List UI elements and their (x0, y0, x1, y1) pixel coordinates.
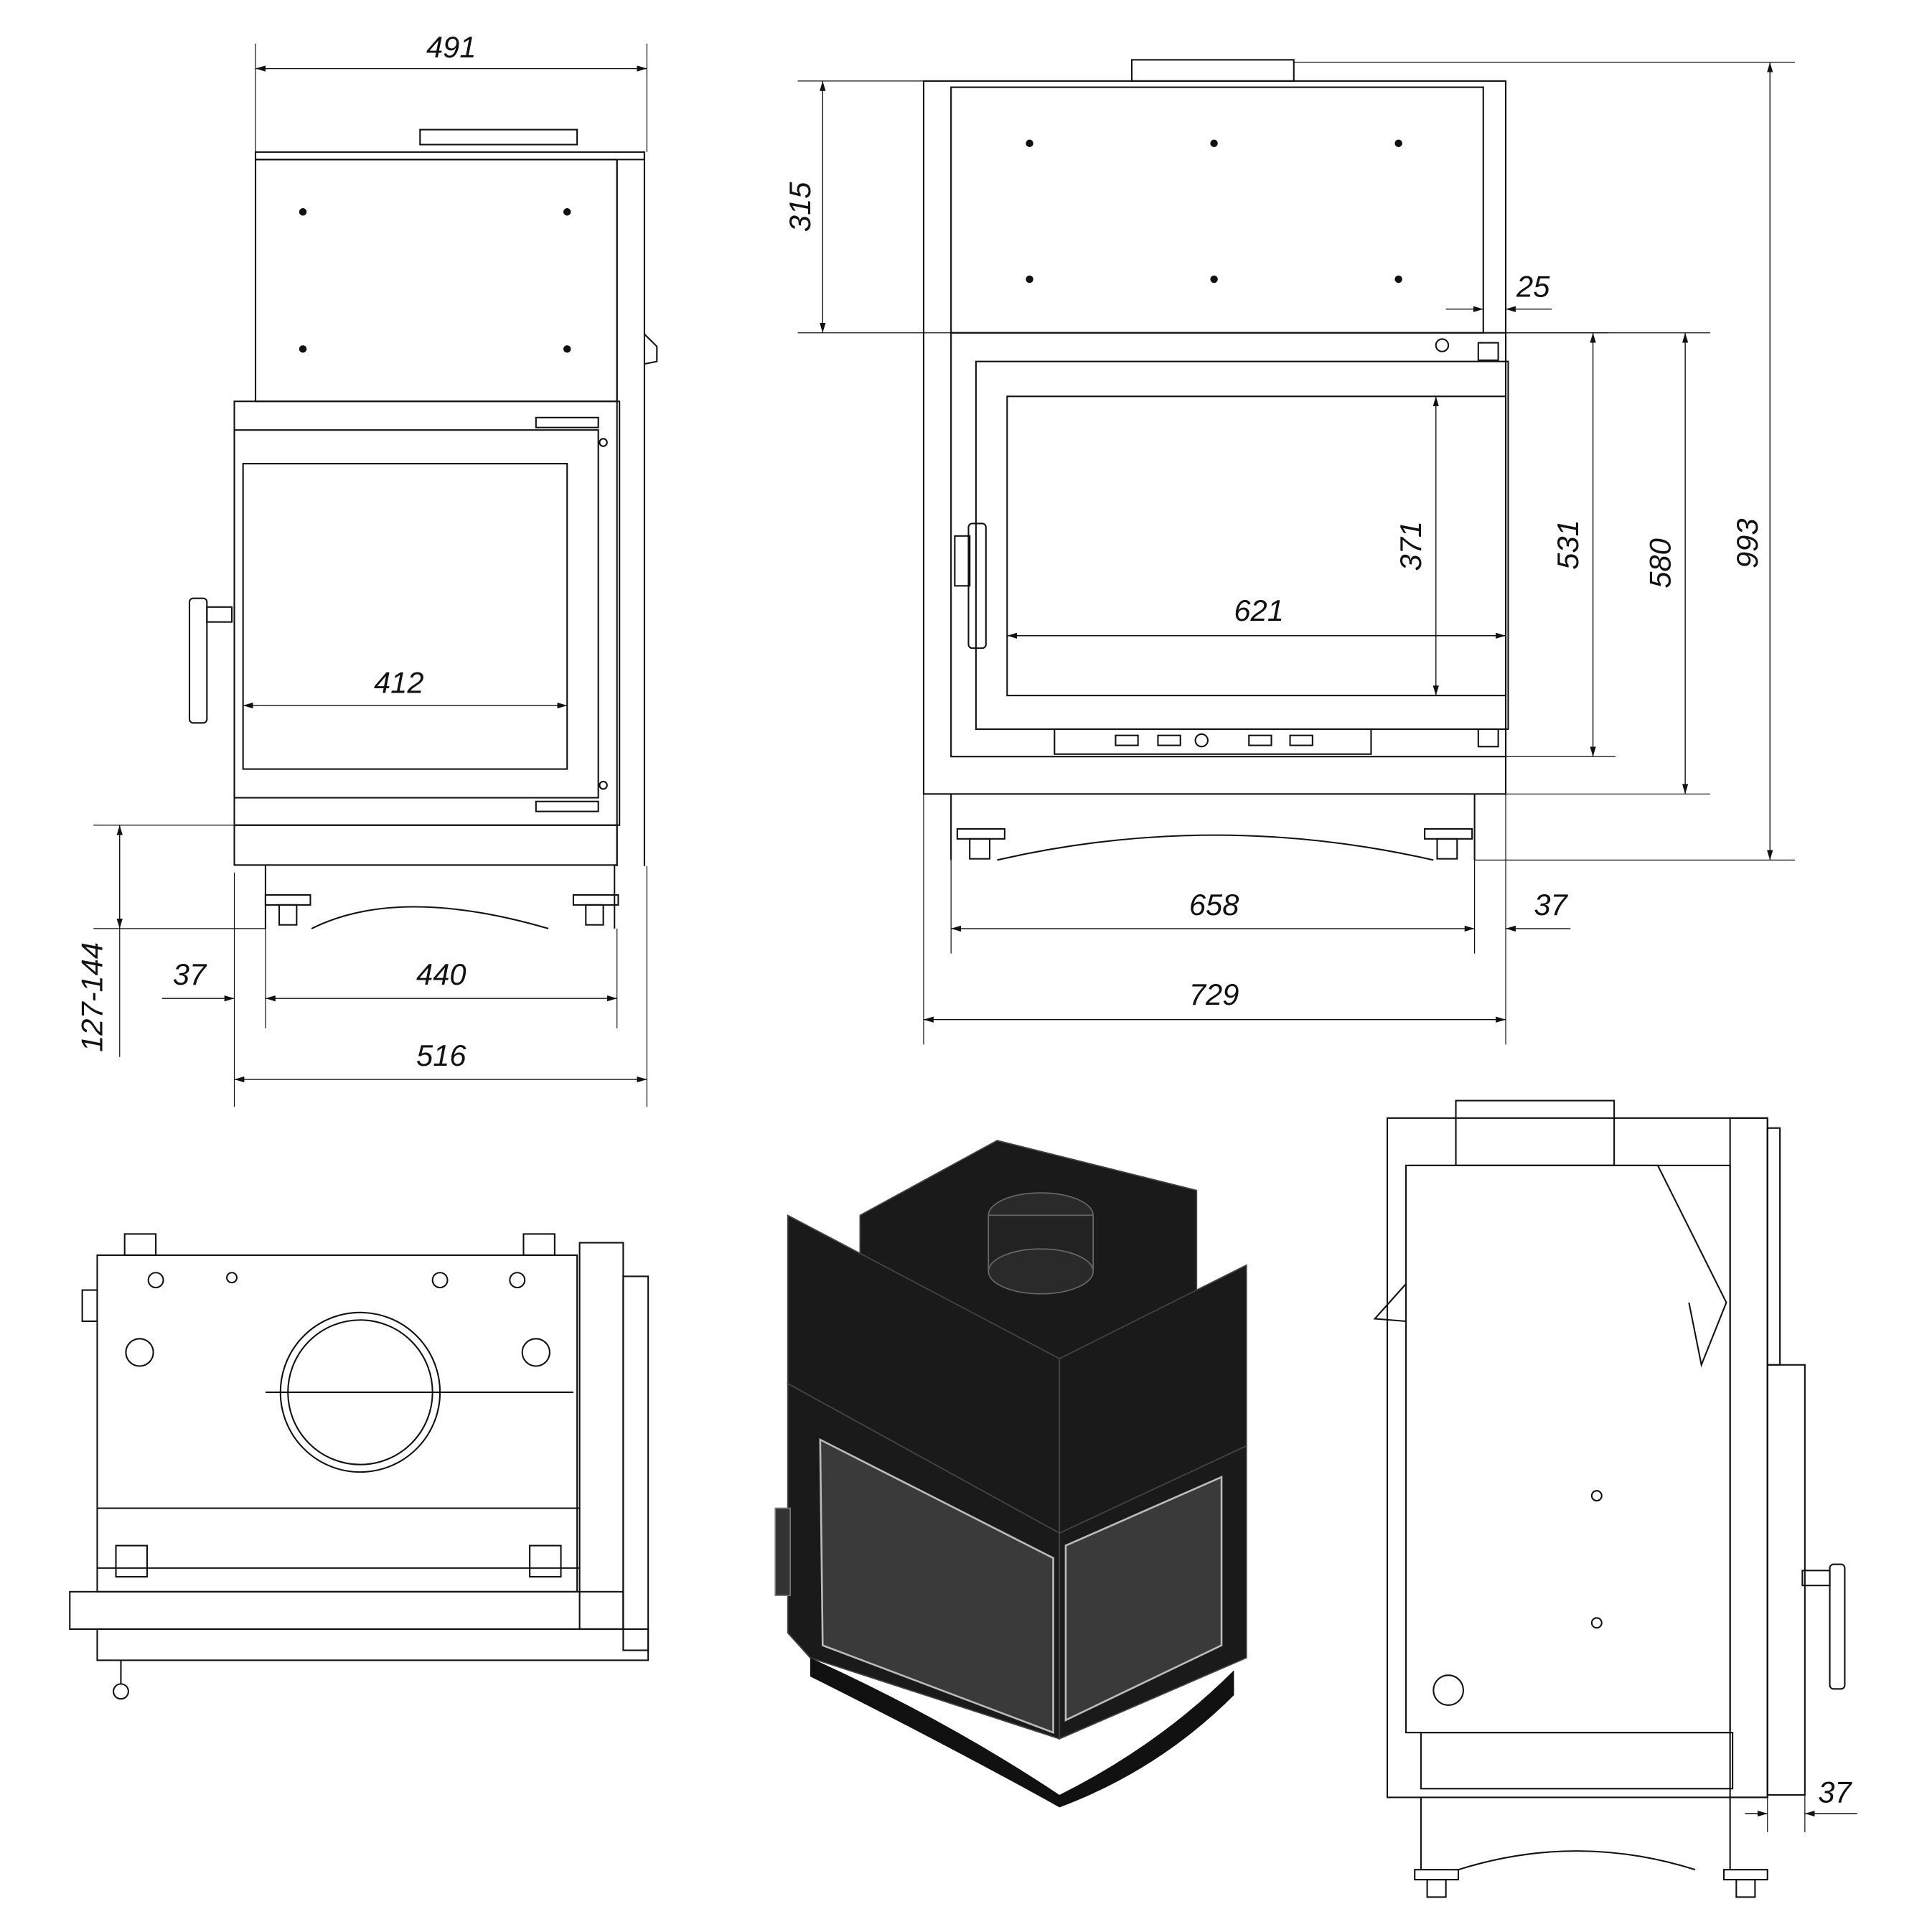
dim-621: 621 (1234, 594, 1284, 627)
dim-37-side: 37 (173, 957, 207, 991)
dim-729: 729 (1189, 977, 1239, 1011)
dim-491: 491 (426, 30, 477, 64)
right-side-view: 37 (1373, 1099, 1857, 1898)
dim-25: 25 (1516, 269, 1550, 303)
top-view (69, 1233, 650, 1700)
dim-127-144: 127-144 (75, 942, 108, 1052)
dim-37-right: 37 (1818, 1775, 1852, 1809)
front-view: 315 25 371 621 531 580 993 658 37 729 (783, 59, 1795, 1045)
dim-531: 531 (1551, 520, 1585, 570)
side-view: 491 412 127-144 37 440 516 (75, 30, 658, 1107)
dim-516: 516 (416, 1038, 466, 1072)
dim-993: 993 (1730, 518, 1764, 568)
dim-658: 658 (1189, 888, 1239, 922)
dim-412: 412 (374, 666, 424, 700)
dim-37-front: 37 (1534, 888, 1568, 922)
dim-580: 580 (1643, 538, 1677, 588)
dim-440: 440 (416, 957, 466, 991)
dim-315: 315 (783, 182, 817, 232)
dim-371: 371 (1394, 521, 1427, 571)
3d-render (774, 1140, 1247, 1808)
